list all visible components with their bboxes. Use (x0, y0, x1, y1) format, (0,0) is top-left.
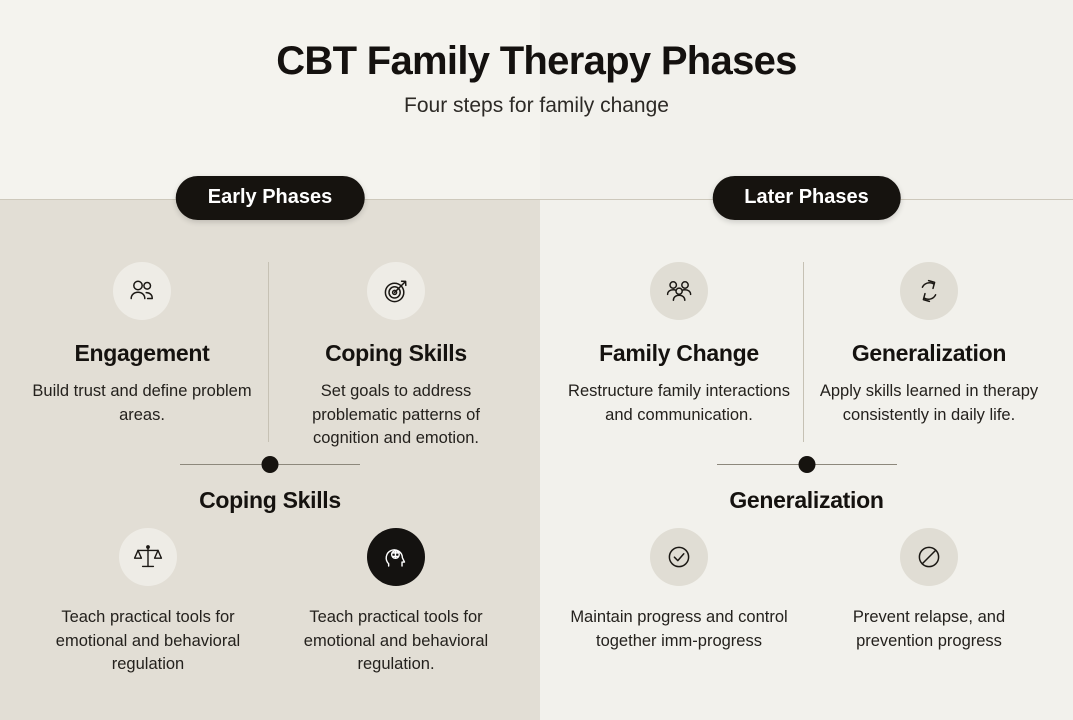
connector-right: Generalization (540, 455, 1073, 525)
column-divider-left (268, 262, 269, 442)
family-group-icon (650, 262, 708, 320)
card-description: Teach practical tools for emotional and … (303, 608, 489, 674)
badge-later-phases[interactable]: Later Phases (712, 176, 901, 220)
connector-title: Coping Skills (199, 487, 341, 513)
connector-dot (798, 456, 815, 473)
card-engagement[interactable]: Engagement Build trust and define proble… (26, 262, 258, 427)
card-title: Family Change (599, 340, 759, 366)
card-description: Maintain progress and control together i… (570, 608, 788, 650)
card-title: Coping Skills (325, 340, 467, 366)
connector-left: Coping Skills (0, 455, 540, 525)
page-header: CBT Family Therapy Phases Four steps for… (0, 38, 1073, 118)
card-title: Generalization (851, 340, 1007, 366)
later-phases-panel (540, 0, 1073, 720)
scales-balance-icon (119, 528, 177, 586)
section-header-early: Early Phases (0, 176, 540, 224)
target-dart-icon (367, 262, 425, 320)
refresh-cycle-icon (900, 262, 958, 320)
badge-early-phases[interactable]: Early Phases (175, 176, 365, 220)
card-description: Prevent relapse, and prevention progress (852, 608, 1006, 650)
card-family-change[interactable]: Family Change Restructure family interac… (565, 262, 793, 427)
card-title: Engagement (74, 340, 210, 366)
card-description: Apply skills learned in therapy consiste… (819, 382, 1039, 424)
card-description: Restructure family interactions and comm… (568, 382, 790, 424)
section-header-later: Later Phases (540, 176, 1073, 224)
card-prevent-relapse[interactable]: Prevent relapse, and prevention progress (815, 528, 1043, 653)
connector-title: Generalization (729, 487, 884, 513)
card-maintain-progress[interactable]: Maintain progress and control together i… (565, 528, 793, 653)
page-title: CBT Family Therapy Phases (276, 39, 797, 83)
column-divider-right (803, 262, 804, 442)
card-emotional-regulation-scales[interactable]: Teach practical tools for emotional and … (33, 528, 263, 677)
card-coping-skills-top[interactable]: Coping Skills Set goals to address probl… (281, 262, 511, 450)
connector-dot (261, 456, 279, 473)
two-people-icon (113, 262, 171, 320)
page-subtitle: Four steps for family change (404, 94, 669, 117)
card-generalization-top[interactable]: Generalization Apply skills learned in t… (815, 262, 1043, 427)
head-brain-icon (367, 528, 425, 586)
card-description: Build trust and define problem areas. (32, 382, 252, 424)
card-description: Teach practical tools for emotional and … (55, 608, 241, 674)
card-emotional-regulation-mind[interactable]: Teach practical tools for emotional and … (281, 528, 511, 677)
check-circle-icon (650, 528, 708, 586)
ban-circle-icon (900, 528, 958, 586)
card-description: Set goals to address problematic pattern… (312, 382, 480, 447)
